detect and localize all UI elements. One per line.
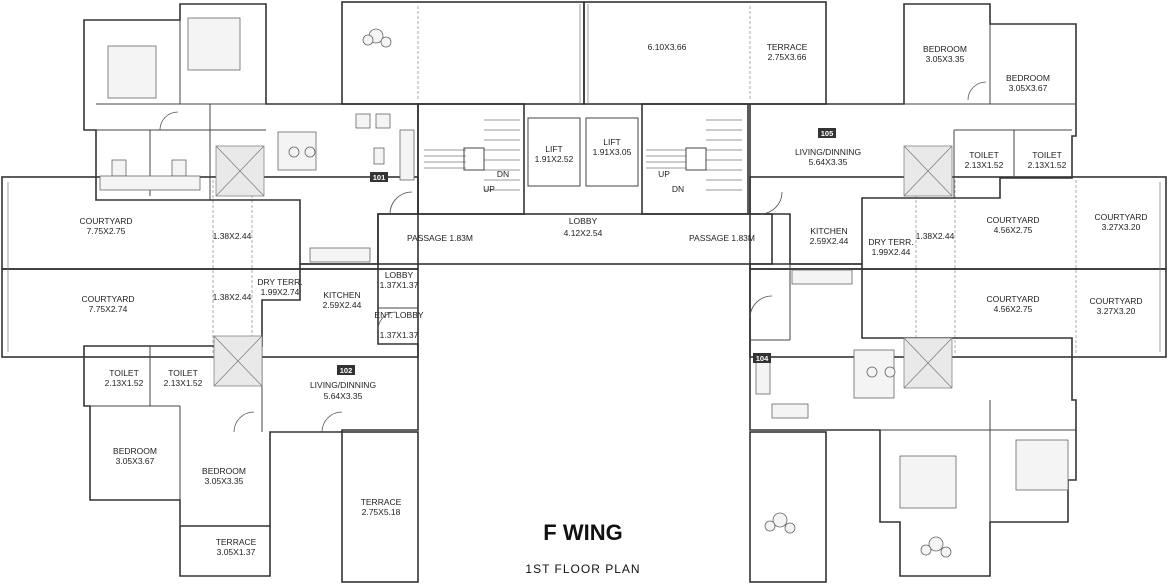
room-size: 1.99X2.74 (261, 287, 300, 297)
central-core (341, 1, 827, 583)
flat-number: 102 (340, 366, 353, 375)
flat-badge-104: 104 (753, 353, 771, 363)
stair-label: DN (672, 184, 684, 194)
room-label: COURTYARD (79, 216, 132, 226)
room-size: 2.13X1.52 (1028, 160, 1067, 170)
room-label: TERRACE (767, 42, 808, 52)
room-size: 3.05X3.67 (116, 456, 155, 466)
dimension-label: 1.38X2.44 (213, 292, 252, 302)
room-label: ENT. LOBBY (374, 310, 423, 320)
stair-label: UP (483, 184, 495, 194)
courtyard-bands (1, 176, 1167, 358)
room-label: TERRACE (361, 497, 402, 507)
dimension-label: 1.38X2.44 (916, 231, 955, 241)
terrace-furniture (288, 28, 952, 558)
room-size: 2.75X3.66 (768, 52, 807, 62)
room-label: LOBBY (569, 216, 598, 226)
room-size: 3.27X3.20 (1102, 222, 1141, 232)
room-label: COURTYARD (81, 294, 134, 304)
room-label: LIFT (603, 137, 620, 147)
room-size: 3.05X3.35 (205, 476, 244, 486)
room-size: 1.37X1.37 (380, 330, 419, 340)
room-size: 4.56X2.75 (994, 225, 1033, 235)
flat-badge-101: 101 (370, 172, 388, 182)
unit-101 (83, 3, 419, 265)
room-size: 1.91X2.52 (535, 154, 574, 164)
room-size: 1.99X2.44 (872, 247, 911, 257)
room-label: BEDROOM (923, 44, 967, 54)
room-size: 3.05X3.35 (926, 54, 965, 64)
room-label: COURTYARD (1089, 296, 1142, 306)
room-size: 7.75X2.75 (87, 226, 126, 236)
room-label: LIFT (545, 144, 562, 154)
room-size: 3.05X1.37 (217, 547, 256, 557)
unit-102 (83, 263, 419, 577)
room-size: 4.56X2.75 (994, 304, 1033, 314)
room-size: 2.13X1.52 (965, 160, 1004, 170)
room-label: PASSAGE 1.83M (407, 233, 473, 243)
unit-105 (749, 3, 1077, 265)
room-labels: 6.10X3.66 TERRACE 2.75X3.66 BEDROOM 3.05… (79, 42, 1147, 557)
flat-number: 101 (373, 173, 386, 182)
room-label: COURTYARD (986, 294, 1039, 304)
stair-labels: DN UP UP DN (483, 169, 684, 194)
room-size: 7.75X2.74 (89, 304, 128, 314)
room-label: KITCHEN (323, 290, 360, 300)
room-size: 3.27X3.20 (1097, 306, 1136, 316)
room-label: PASSAGE 1.83M (689, 233, 755, 243)
room-label: TOILET (969, 150, 999, 160)
room-label: BEDROOM (202, 466, 246, 476)
room-label: KITCHEN (810, 226, 847, 236)
room-label: COURTYARD (986, 215, 1039, 225)
stair-label: DN (497, 169, 509, 179)
room-label: TERRACE (216, 537, 257, 547)
room-size: 3.05X3.67 (1009, 83, 1048, 93)
room-label: LIVING/DINNING (310, 380, 376, 390)
flat-badge-105: 105 (818, 128, 836, 138)
room-label: DRY TERR. (257, 277, 302, 287)
room-label: TOILET (109, 368, 139, 378)
room-size: 2.13X1.52 (105, 378, 144, 388)
room-label: BEDROOM (113, 446, 157, 456)
room-label: 6.10X3.66 (648, 42, 687, 52)
room-size: 4.12X2.54 (564, 228, 603, 238)
room-size: 1.91X3.05 (593, 147, 632, 157)
room-label: TOILET (168, 368, 198, 378)
room-label: LOBBY (385, 270, 414, 280)
room-size: 2.59X2.44 (810, 236, 849, 246)
room-size: 2.13X1.52 (164, 378, 203, 388)
room-label: COURTYARD (1094, 212, 1147, 222)
dimension-notes: 1.38X2.44 1.38X2.44 1.38X2.44 (213, 231, 955, 302)
room-label: DRY TERR. (868, 237, 913, 247)
room-size: 5.64X3.35 (809, 157, 848, 167)
room-label: TOILET (1032, 150, 1062, 160)
flat-number: 105 (821, 129, 834, 138)
room-size: 2.59X2.44 (323, 300, 362, 310)
room-size: 5.64X3.35 (324, 391, 363, 401)
stair-label: UP (658, 169, 670, 179)
plan-title: F WING (543, 520, 622, 545)
room-label: LIVING/DINNING (795, 147, 861, 157)
room-label: BEDROOM (1006, 73, 1050, 83)
flat-badge-102: 102 (337, 365, 355, 375)
room-size: 1.37X1.37 (380, 280, 419, 290)
room-size: 2.75X5.18 (362, 507, 401, 517)
dimension-label: 1.38X2.44 (213, 231, 252, 241)
plan-subtitle: 1ST FLOOR PLAN (525, 562, 640, 576)
flat-number: 104 (756, 354, 769, 363)
